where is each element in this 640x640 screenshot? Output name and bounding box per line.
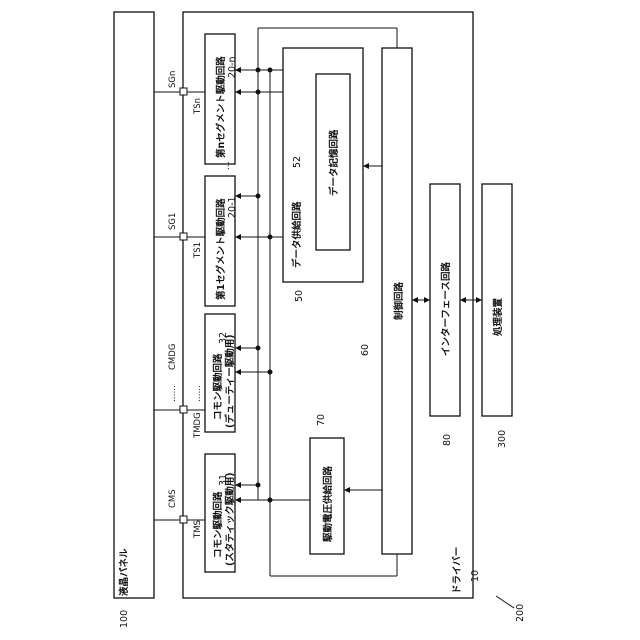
label-cmdg: CMDG bbox=[168, 344, 178, 370]
terminal-ts1 bbox=[180, 233, 187, 240]
drive-voltage-label: 駆動電圧供給回路 bbox=[322, 465, 334, 543]
data-memory-ref: 52 bbox=[292, 156, 303, 168]
label-sg1: SG1 bbox=[168, 213, 178, 230]
common-driver-static-line1: コモン駆動回路 bbox=[212, 491, 224, 558]
label-ts1: TS1 bbox=[193, 242, 203, 259]
label-sgn: SGn bbox=[168, 71, 178, 88]
terminal-tsn bbox=[180, 88, 187, 95]
data-supply-ref: 50 bbox=[294, 290, 305, 302]
system-ref-leader bbox=[496, 596, 514, 608]
segment-ellipsis: … bbox=[222, 162, 232, 171]
driver-label: ドライバー bbox=[451, 547, 463, 594]
label-ellipsis-2: …… bbox=[193, 385, 203, 402]
control-ref: 60 bbox=[360, 344, 371, 356]
label-tms: TMS bbox=[193, 520, 203, 539]
terminal-tms bbox=[180, 516, 187, 523]
common-driver-duty-ref: 32 bbox=[218, 332, 229, 344]
label-tsn: TSn bbox=[193, 98, 203, 115]
lcd-panel-label: 液晶パネル bbox=[118, 548, 130, 596]
label-tmdg: TMDG bbox=[193, 412, 203, 439]
segment-driver-n-ref: 20-n bbox=[227, 56, 238, 78]
label-ellipsis-1: …… bbox=[168, 385, 178, 402]
data-memory-label: データ記憶回路 bbox=[328, 129, 340, 196]
label-cms: CMS bbox=[168, 489, 178, 508]
terminal-lines bbox=[154, 92, 205, 520]
segment-driver-1-ref: 20-1 bbox=[227, 196, 238, 218]
lcd-panel-ref: 100 bbox=[119, 610, 130, 628]
terminal-tmdg bbox=[180, 406, 187, 413]
system-ref: 200 bbox=[515, 604, 526, 622]
segment-driver-n-label: 第nセグメント駆動回路 bbox=[215, 56, 227, 158]
processor-ref: 300 bbox=[497, 430, 508, 448]
lcd-panel bbox=[114, 12, 154, 598]
segment-driver-1-label: 第1セグメント駆動回路 bbox=[215, 198, 227, 300]
driver-ref: 10 bbox=[470, 570, 481, 582]
interface-label: インターフェース回路 bbox=[440, 262, 452, 356]
common-driver-static-ref: 31 bbox=[218, 474, 229, 486]
common-driver-duty-line1: コモン駆動回路 bbox=[212, 353, 224, 420]
common-driver-duty-line2: (デューティー駆動用) bbox=[224, 334, 236, 428]
data-supply-label: データ供給回路 bbox=[291, 201, 303, 268]
control-label: 制御回路 bbox=[393, 281, 405, 320]
interface-ref: 80 bbox=[442, 434, 453, 446]
drive-voltage-ref: 70 bbox=[316, 414, 327, 426]
processor-label: 処理装置 bbox=[492, 297, 504, 337]
